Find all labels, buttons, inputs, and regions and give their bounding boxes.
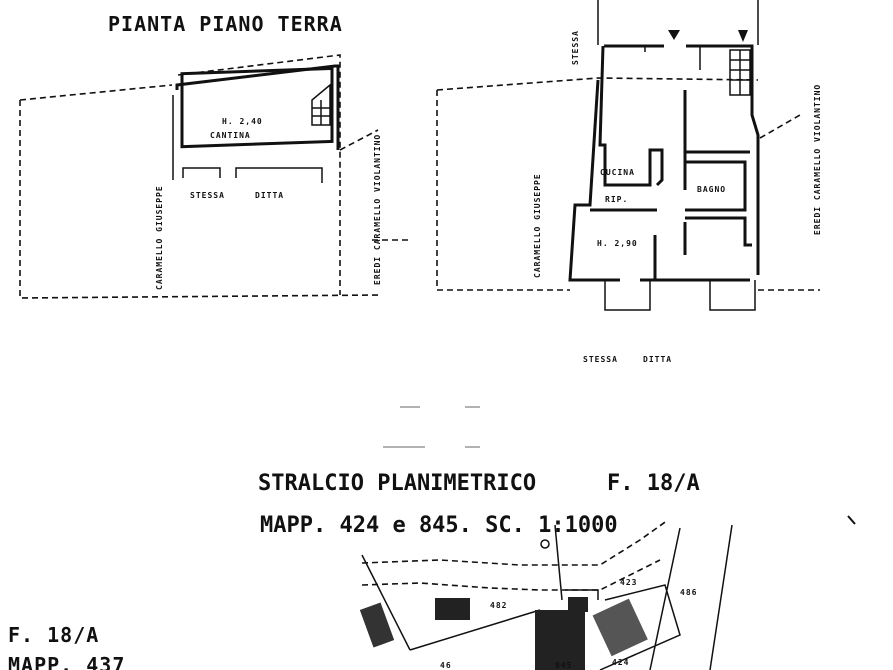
bottom-same-owner: STESSA [583, 355, 618, 364]
same-owner-label: STESSA [190, 191, 225, 200]
cucina-label: CUCINA [600, 168, 635, 177]
site-plan-map [359, 515, 856, 670]
side-sheet-label: F. 18/A [8, 623, 99, 647]
parcel-label: 423 [620, 578, 637, 587]
right-neighbor-label: EREDI CARAMELLO VIOLANTINO [373, 134, 382, 285]
parcel-label: 482 [490, 601, 507, 610]
bottom-same-owner-2: DITTA [643, 355, 672, 364]
room-height-label: H. 2,90 [597, 239, 638, 248]
site-plan-sheet: F. 18/A [607, 471, 700, 496]
cantina-height-label: H. 2,40 [222, 117, 263, 126]
top-same-owner-label: STESSA [571, 30, 580, 65]
site-plan-title: STRALCIO PLANIMETRICO [258, 471, 536, 496]
side-mapp-label: MAPP. 437 [8, 653, 125, 670]
left-neighbor-label: CARAMELLO GIUSEPPE [155, 185, 164, 290]
first-floor-left-neighbor: CARAMELLO GIUSEPPE [533, 173, 542, 278]
parcel-label: 46 [440, 661, 452, 670]
cantina-label: CANTINA [210, 131, 251, 140]
parcel-label: 424 [612, 658, 629, 667]
bagno-label: BAGNO [697, 185, 726, 194]
parcel-label: 486 [680, 588, 697, 597]
first-floor-right-neighbor: EREDI CARAMELLO VIOLANTINO [813, 84, 822, 235]
ground-floor-plan [19, 54, 410, 299]
rip-label: RIP. [605, 195, 628, 204]
ground-floor-title: PIANTA PIANO TERRA [108, 12, 343, 36]
first-floor-plan [436, 0, 820, 311]
site-plan-mapp: MAPP. 424 e 845. SC. 1:1000 [260, 513, 618, 538]
parcel-label: 845 [555, 661, 572, 670]
same-owner-label-2: DITTA [255, 191, 284, 200]
